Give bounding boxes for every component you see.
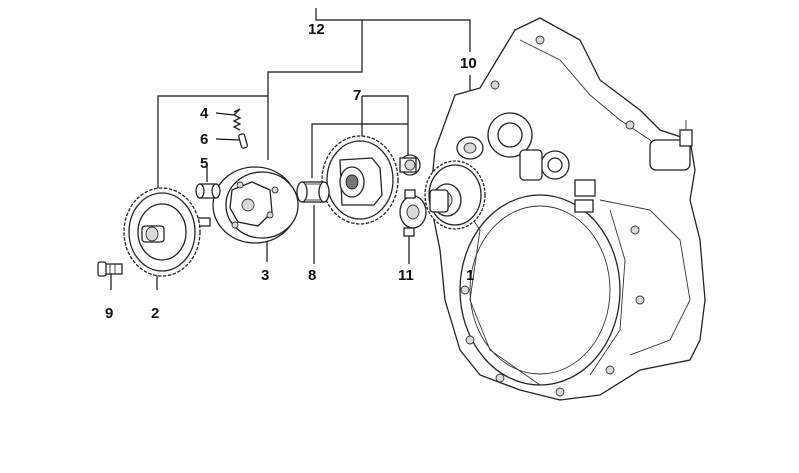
callout-2: 2 <box>151 305 159 322</box>
part-11-lock-washer <box>399 189 427 237</box>
callout-12: 12 <box>308 21 325 38</box>
callout-10: 10 <box>460 55 477 72</box>
callout-7: 7 <box>353 87 361 104</box>
part-10-washer <box>456 136 484 160</box>
callout-4: 4 <box>200 105 209 122</box>
part-4-spring <box>232 108 242 131</box>
part-1-gear <box>424 160 486 230</box>
callout-9: 9 <box>105 305 113 322</box>
part-5-plug <box>195 183 221 199</box>
callout-5: 5 <box>200 155 208 172</box>
callout-1: 1 <box>466 267 474 284</box>
callout-3: 3 <box>261 267 269 284</box>
part-9-bolt <box>97 261 123 277</box>
leader-4 <box>215 112 235 116</box>
part-3-pump-body <box>212 166 299 244</box>
part-7-large-gear <box>321 135 399 225</box>
part-8-needle-bearing <box>296 181 330 203</box>
leader-lines <box>110 8 474 290</box>
bracket-12-left <box>157 95 269 200</box>
part-6-pin <box>238 133 248 149</box>
bracket-12-mid <box>267 43 363 96</box>
callout-11: 11 <box>398 267 414 284</box>
callout-labels: 12 7 10 4 6 5 9 2 3 8 11 1 <box>105 21 477 322</box>
leader-6 <box>215 138 241 141</box>
bracket-12-top <box>315 8 471 52</box>
callout-8: 8 <box>308 267 316 284</box>
callout-6: 6 <box>200 131 208 148</box>
part-2-gear <box>123 187 201 277</box>
transmission-housing <box>429 17 706 401</box>
part-7-bushing <box>399 154 421 176</box>
